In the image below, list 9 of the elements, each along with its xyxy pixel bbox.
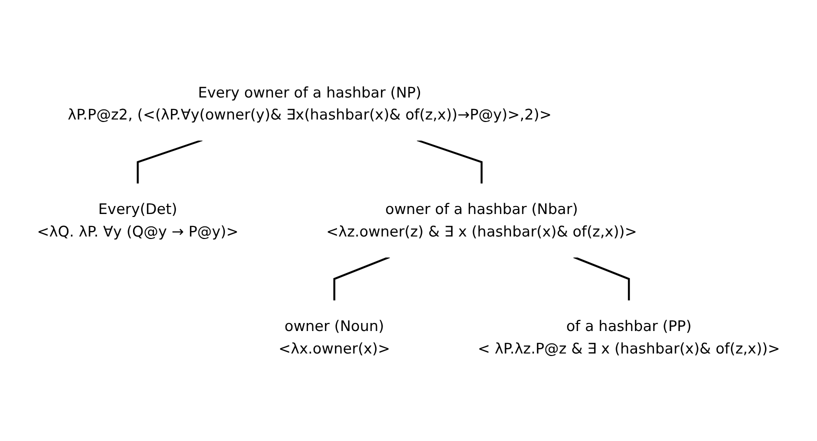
node-text: owner (Noun) <λx.owner(x)> xyxy=(278,317,390,357)
node-text: of a hashbar (PP) < λP.λz.P@z & ∃ x (hashbar(x)& of(z,x))> xyxy=(478,317,780,357)
connector xyxy=(333,256,390,301)
node-text: Every(Det) <λQ. λP. ∀y (Q@y → P@y)> xyxy=(37,200,239,240)
connector xyxy=(136,139,203,184)
node-text: Every owner of a hashbar (NP) λP.P@z2, (<(λP.∀y(owner(y)& ∃x(hashbar(x)& of(z,x))→P@y)>,2)> xyxy=(68,84,552,124)
connector xyxy=(416,139,483,184)
connector xyxy=(573,256,630,301)
node-text: owner of a hashbar (Nbar) <λz.owner(z) & ∃ x (hashbar(x)& of(z,x))> xyxy=(326,200,638,240)
